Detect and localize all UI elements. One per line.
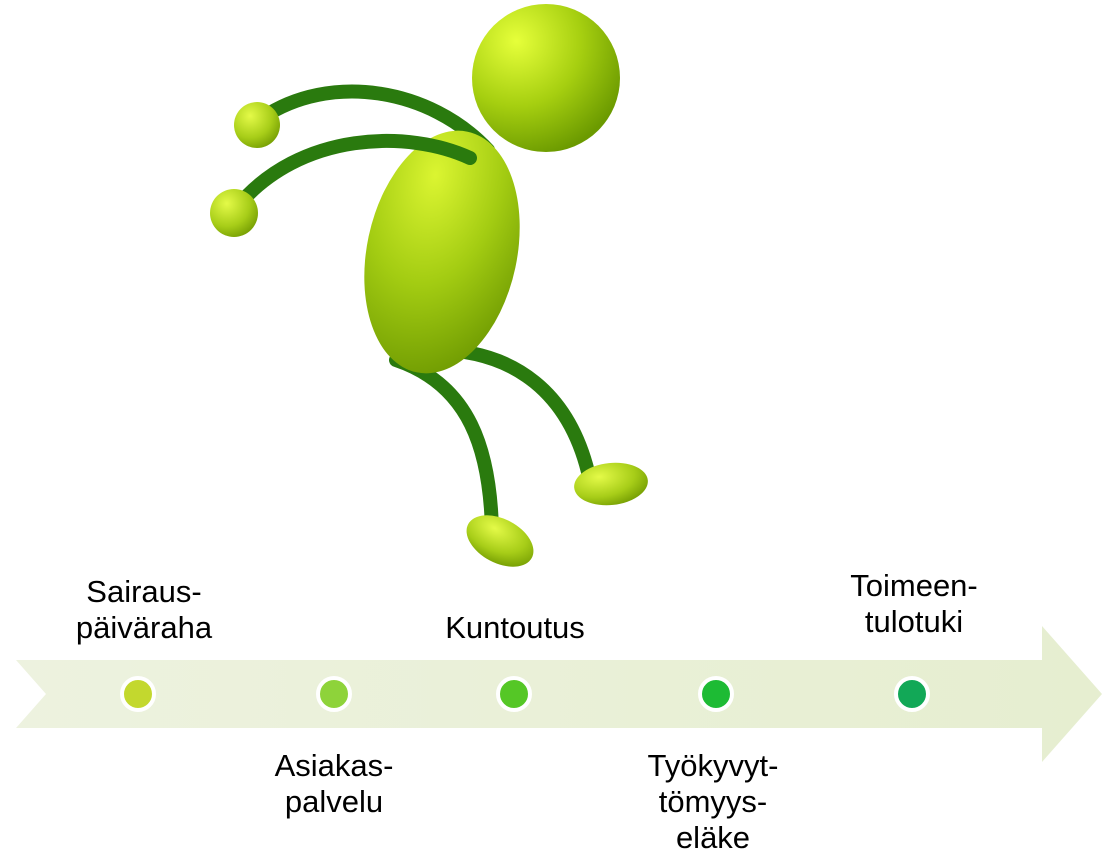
label-tyokyvyttomyyselake: Työkyvyt- tömyys- eläke	[634, 748, 792, 856]
stick-figure-running-icon	[210, 4, 650, 577]
label-line: tulotuki	[836, 604, 992, 640]
label-line: Asiakas-	[260, 748, 408, 784]
label-asiakaspalvelu: Asiakas- palvelu	[260, 748, 408, 820]
label-line: Sairaus-	[70, 574, 218, 610]
milestone-dot-toimeentulotuki	[896, 678, 928, 710]
label-toimeentulotuki: Toimeen- tulotuki	[836, 568, 992, 640]
label-line: Toimeen-	[836, 568, 992, 604]
label-line: päiväraha	[70, 610, 218, 646]
label-line: eläke	[634, 820, 792, 856]
label-sairauspaivaraha: Sairaus- päiväraha	[70, 574, 218, 646]
label-kuntoutus: Kuntoutus	[430, 610, 600, 646]
timeline-arrow	[16, 626, 1102, 762]
label-line: palvelu	[260, 784, 408, 820]
label-line: Kuntoutus	[430, 610, 600, 646]
milestone-dot-kuntoutus	[498, 678, 530, 710]
milestone-dot-sairauspaivaraha	[122, 678, 154, 710]
milestone-dot-tyokyvyttomyyselake	[700, 678, 732, 710]
milestone-dot-asiakaspalvelu	[318, 678, 350, 710]
label-line: tömyys-	[634, 784, 792, 820]
label-line: Työkyvyt-	[634, 748, 792, 784]
